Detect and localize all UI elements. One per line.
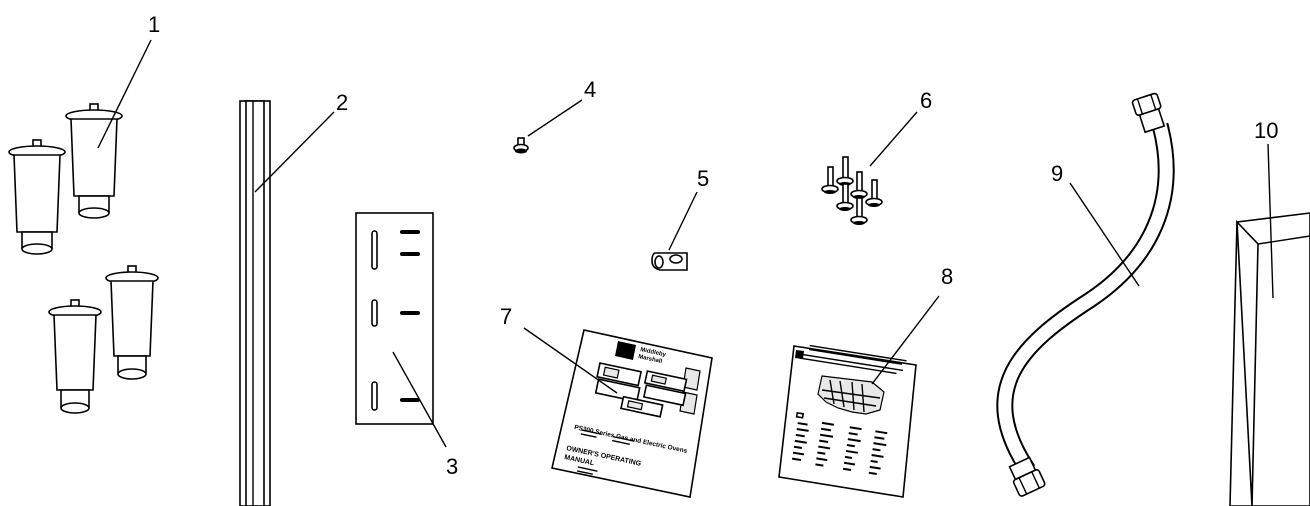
callout-4: 4 <box>584 77 596 102</box>
leader-line-3 <box>392 351 447 448</box>
part-8-sheet: 8 <box>778 264 953 498</box>
leader-line-5 <box>668 191 698 251</box>
callout-6: 6 <box>920 88 932 113</box>
leg <box>8 139 66 255</box>
part-10-block: 10 <box>1229 118 1310 506</box>
leg <box>48 299 102 414</box>
leg <box>65 103 123 219</box>
leader-line-4 <box>527 99 583 137</box>
part-3-bracket: 3 <box>355 212 458 479</box>
callout-5: 5 <box>697 166 709 191</box>
leader-line-10 <box>1267 143 1274 299</box>
callout-9: 9 <box>1051 161 1063 186</box>
leader-line-6 <box>869 111 918 167</box>
part-2-channel: 2 <box>239 90 348 506</box>
part-5-clip: 5 <box>651 166 709 271</box>
callout-3: 3 <box>446 454 458 479</box>
leg <box>105 265 159 380</box>
leader-line-8 <box>871 295 940 385</box>
part-4-screw: 4 <box>513 77 596 154</box>
part-1-legs: 1 <box>8 12 160 414</box>
callout-2: 2 <box>336 90 348 115</box>
manual-brand-2: Marshall <box>638 354 663 365</box>
part-7-manual: Middleby Marshall PS300 Series Gas and E… <box>500 304 713 498</box>
callout-1: 1 <box>148 12 160 37</box>
leader-line-1 <box>97 39 152 149</box>
manual-brand-1: Middleby <box>640 347 667 358</box>
leader-line-9 <box>1069 182 1140 287</box>
callout-7: 7 <box>500 304 512 329</box>
leader-line-7 <box>523 327 618 394</box>
part-6-screws: 6 <box>821 88 932 225</box>
leader-line-2 <box>254 111 335 193</box>
part-9-hose: 9 <box>996 92 1175 497</box>
callout-10: 10 <box>1254 118 1278 143</box>
callout-8: 8 <box>941 264 953 289</box>
listing-columns <box>791 411 888 476</box>
